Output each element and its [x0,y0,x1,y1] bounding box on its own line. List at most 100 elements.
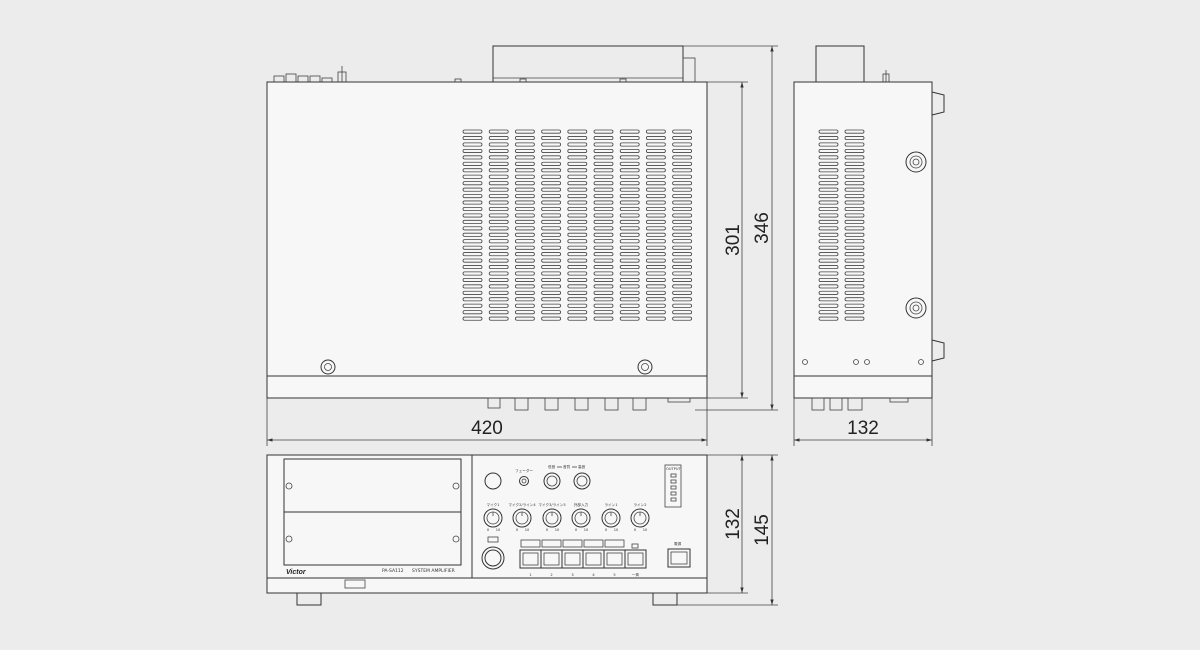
vent-slot [646,200,666,205]
vent-slot [844,168,865,173]
vent-slot [672,155,692,160]
fader-knob[interactable] [519,476,529,486]
vent-slot [619,316,640,321]
vent-slot [488,168,509,173]
vent-slot [593,194,614,199]
vent-slot [515,271,535,276]
vent-slot [593,271,614,276]
vent-slot [593,148,614,153]
vent-slot [672,316,692,321]
vent-slot [818,271,839,276]
vent-slot [515,232,535,237]
vent-slot [462,277,483,282]
vent-slot [619,155,640,160]
vent-slot [818,181,839,186]
top-view-body [266,81,708,399]
vent-slot [818,200,839,205]
vent-slot [818,277,839,282]
side-view-knob-upper [905,151,927,173]
vent-slot [462,187,483,192]
vent-slot [567,213,588,218]
dim-width: 420 [471,418,503,439]
vent-slot [818,303,839,308]
vent-slot [818,174,839,179]
vent-slot [844,239,865,244]
vent-slot [818,265,839,270]
vent-slot [646,181,666,186]
zone-number: 5 [613,573,615,577]
zone-button-1[interactable]: 1 [519,539,542,577]
vent-slot [844,206,865,211]
headphone-jack[interactable] [484,472,502,490]
vent-slot [462,136,483,141]
vent-slot [646,239,666,244]
vent-slot [515,226,535,231]
vent-slot [567,277,588,282]
scale-min: 0 [634,528,637,532]
dim-front-height: 132 [723,508,744,540]
scale-max: 10 [555,528,560,532]
vent-slot [646,129,666,134]
vent-slot [462,200,483,205]
vent-slot [818,142,839,147]
vent-slot [567,284,588,289]
volume-knob-label: 外部入力 [574,502,589,507]
vent-slot [515,136,535,141]
vent-slot [646,174,666,179]
vent-slot [567,303,588,308]
top-view-screw-right [637,359,653,375]
volume-knob-label: マイク2/ライン4 [508,502,536,507]
vent-slot [844,226,865,231]
scale-max: 10 [643,528,648,532]
power-button[interactable] [667,548,691,568]
vent-slot [567,226,588,231]
treble-knob[interactable] [573,472,591,490]
volume-knob-label: ライン1 [604,502,617,507]
vent-slot [488,194,509,199]
vent-slot [462,181,483,186]
vent-slot [646,194,666,199]
vent-slot [844,142,865,147]
vent-slot [844,265,865,270]
vent-slot [515,284,535,289]
vent-slot [593,213,614,218]
bass-knob[interactable] [543,472,561,490]
power-label: 電源 [674,541,682,546]
vent-slot [593,174,614,179]
vent-slot [515,168,535,173]
vent-slot [619,265,640,270]
vent-slot [646,161,666,166]
vent-slot [515,187,535,192]
vent-slot [488,297,509,302]
zone-button-2[interactable]: 2 [540,539,563,577]
vent-slot [619,303,640,308]
vent-slot [844,277,865,282]
vent-slot [462,271,483,276]
vent-slot [462,174,483,179]
vent-slot [818,213,839,218]
vent-slot [672,271,692,276]
vent-slot [593,136,614,141]
zone-button-4[interactable]: 4 [582,539,605,577]
vent-slot [672,239,692,244]
master-knob[interactable] [481,546,505,570]
vent-slot [541,194,561,199]
vent-slot [541,213,561,218]
vent-slot [818,310,839,315]
vent-slot [818,226,839,231]
vent-slot [818,239,839,244]
top-view-front-knobs [487,397,691,411]
zone-button-6[interactable]: 一斉 [624,549,647,577]
vent-slot [646,290,666,295]
vent-slot [646,245,666,250]
vent-slot [818,206,839,211]
vent-slot [818,232,839,237]
vent-slot [646,219,666,224]
vent-slot [488,245,509,250]
